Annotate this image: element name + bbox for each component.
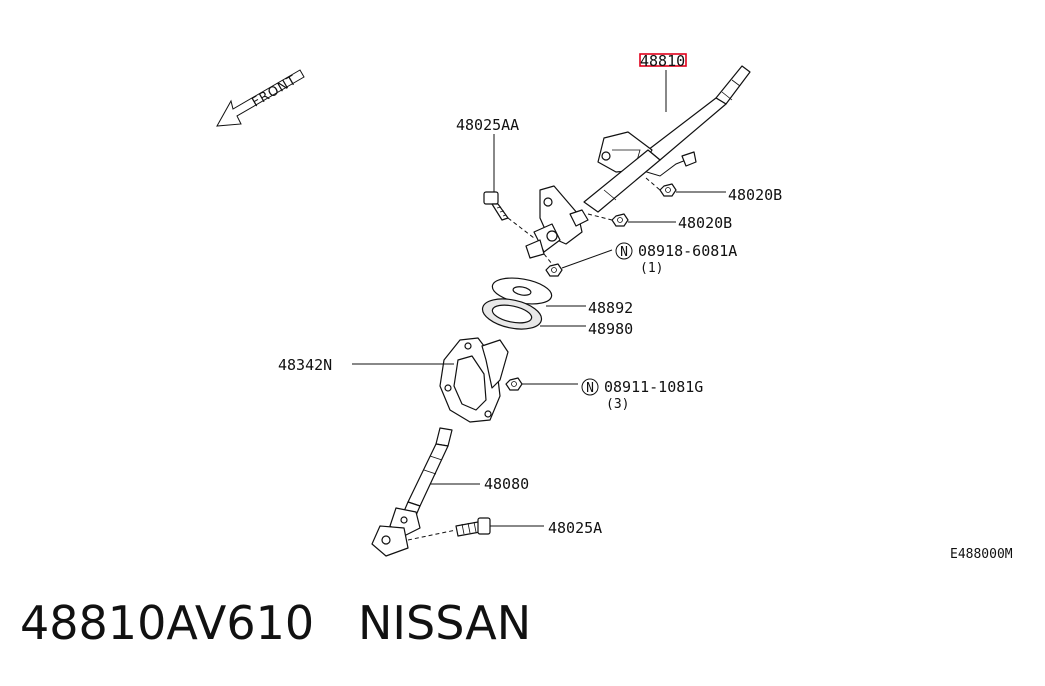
steering-column-assembly[interactable] xyxy=(525,65,751,259)
n-symbol-letter: N xyxy=(586,381,594,396)
n-symbol-letter: N xyxy=(620,245,628,260)
front-arrow-icon xyxy=(216,69,305,127)
caption-brand: NISSAN xyxy=(358,596,532,650)
label-48980[interactable]: 48980 xyxy=(588,320,633,338)
label-48342n[interactable]: 48342N xyxy=(278,356,332,374)
diagram-reference-code: E488000M xyxy=(950,547,1013,562)
label-48080[interactable]: 48080 xyxy=(484,475,529,493)
hole-cover-48342n[interactable] xyxy=(439,337,509,423)
label-48020b-lower[interactable]: 48020B xyxy=(678,214,732,232)
n-symbol-icon: N xyxy=(581,378,599,396)
part-highlight-box xyxy=(639,53,687,67)
nut-48020b-lower[interactable] xyxy=(611,213,629,227)
nut-08918-guide xyxy=(543,253,553,265)
nut-08911-1081g[interactable] xyxy=(505,377,523,391)
seal-48980[interactable] xyxy=(480,294,545,334)
nut-guide-upper xyxy=(645,177,661,191)
front-label: FRONT xyxy=(250,73,300,111)
bolt-48025a-guide xyxy=(407,529,457,541)
label-48810[interactable]: 48810 xyxy=(640,52,685,70)
caption-part-number: 48810AV610 xyxy=(20,596,315,650)
label-48892[interactable]: 48892 xyxy=(588,299,633,317)
lower-shaft-48080[interactable] xyxy=(371,427,453,557)
leader-08918 xyxy=(561,249,613,269)
n-symbol-icon: N xyxy=(615,242,633,260)
bolt-48025aa-guide xyxy=(507,217,535,239)
label-08911-1081g[interactable]: 08911-1081G xyxy=(604,378,703,396)
label-48025a[interactable]: 48025A xyxy=(548,519,602,537)
label-48025aa[interactable]: 48025AA xyxy=(456,116,519,134)
bolt-48025a[interactable] xyxy=(455,517,491,537)
nut-guide-lower xyxy=(587,213,613,221)
qty-08911-1081g: (3) xyxy=(606,397,629,412)
nut-48020b-upper[interactable] xyxy=(659,183,677,197)
seal-48892[interactable] xyxy=(490,274,553,308)
nut-08918-6081a[interactable] xyxy=(545,263,563,277)
label-08918-6081a[interactable]: 08918-6081A xyxy=(638,242,737,260)
product-caption: 48810AV610 NISSAN xyxy=(20,596,531,650)
qty-08918-6081a: (1) xyxy=(640,261,663,276)
label-48020b-upper[interactable]: 48020B xyxy=(728,186,782,204)
bolt-48025aa[interactable] xyxy=(483,191,509,221)
